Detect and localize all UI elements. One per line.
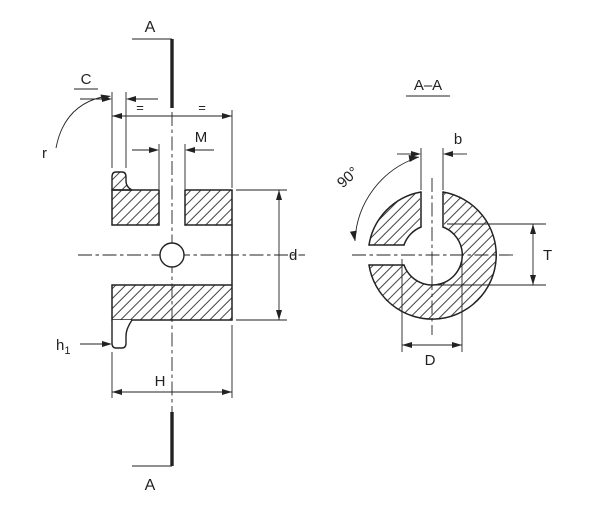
section-plane-line-bottom: A [132,412,174,494]
dim-label-m: M [195,129,208,146]
dim-t: T [437,223,552,286]
hub-hatch-top-right [185,190,232,225]
dim-h1: h1 [56,337,112,357]
hub-hatch-bottom [112,285,232,320]
front-view: A A [42,19,305,494]
leader-r: r [42,94,111,162]
dim-label-c: C [81,71,92,88]
tooth-bottom [111,319,133,349]
sprocket-body [111,171,233,349]
dim-label-t: T [543,247,552,264]
dim-c: C [74,71,158,168]
dim-h: H [111,325,233,398]
dim-label-bore-d: D [425,352,436,369]
dim-label-b: b [454,131,462,148]
equal-mark-right: = [198,100,206,115]
dim-m: M [132,129,214,189]
section-plane-line-top: A [132,19,174,108]
dim-bore: D [401,259,463,369]
outer-circle [368,191,497,320]
setscrew-hole-section [368,244,405,266]
section-label-a-bottom: A [145,477,156,494]
dim-label-h1: h1 [56,337,70,357]
setscrew-hole-front [158,189,186,226]
angle-label-90: 90° [334,164,362,192]
section-view-aa: A–A [334,77,552,369]
setscrew-hole-circle [159,242,185,268]
equal-mark-left: = [136,100,144,115]
dim-equal: = = [112,100,233,188]
dim-b: b [397,131,467,190]
tooth-top [111,171,133,191]
bore-circle [403,226,464,286]
leader-label-r: r [42,145,47,162]
hub-hatch-top-left [112,190,159,225]
keyway-slot [420,191,444,228]
section-title: A–A [414,77,442,94]
dim-label-h: H [155,373,166,390]
dim-label-d: d [289,247,297,264]
section-label-a-top: A [145,19,156,36]
dim-d: d [236,189,297,321]
